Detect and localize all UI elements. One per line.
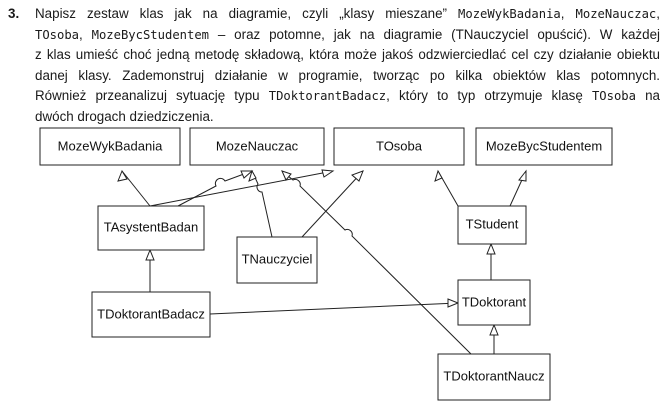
arrowhead-mozenauczac-1 [240,170,254,179]
task-text-fragment: Napisz zestaw klas jak na diagramie, czy… [35,6,459,21]
code-identifier: MozeBycStudentem [91,27,210,42]
class-box-tdoktorantbadacz: TDoktorantBadacz [91,291,211,338]
class-label-tdoktorant: TDoktorant [462,294,527,309]
code-identifier: TOsoba [591,89,636,104]
task-line: z klas umieść choć jedną metodę składową… [35,45,660,66]
edge-tasystentbadan-mozenauczac [177,170,253,207]
task-text-fragment: z klas umieść choć jedną metodę składową… [35,47,660,63]
class-box-mozenauczac: MozeNauczac [189,127,325,166]
task-number: 3. [8,6,20,21]
code-identifier: MozeNauczac [575,7,657,21]
task-block: 3. Napisz zestaw klas jak na diagramie, … [8,4,660,128]
class-box-tnauczyciel: TNauczyciel [236,236,318,284]
class-box-mozebycstudentem: MozeBycStudentem [475,127,613,166]
arrowhead-tosoba-2 [351,170,364,182]
task-text-fragment: – oraz potomne, jak na diagramie (TNaucz… [209,26,660,42]
code-identifier: TDoktorantBadacz [268,89,387,104]
task-text-fragment: dwóch drogach dziedziczenia. [35,108,214,124]
task-text: Napisz zestaw klas jak na diagramie, czy… [35,4,660,128]
class-label-tdoktorantbadacz: TDoktorantBadacz [97,306,205,321]
class-box-tstudent: TStudent [457,205,527,245]
task-text-fragment: , [656,6,660,21]
edge-tnauczyciel-tosoba [301,170,364,238]
class-label-tnauczyciel: TNauczyciel [242,251,313,266]
edge-tdoktorantbadacz-tdoktorant [209,302,459,315]
task-line: dwóch drogach dziedziczenia. [35,107,660,128]
edge-tasystentbadan-mozewykbadania [121,170,151,207]
class-label-mozenauczac: MozeNauczac [216,138,299,153]
task-text-fragment: danej klasy. Zademonstruj działanie w pr… [35,67,660,83]
class-label-tdoktorantnaucz: TDoktorantNaucz [443,368,544,383]
class-box-tdoktorant: TDoktorant [457,279,531,326]
class-box-tosoba: TOsoba [333,127,465,166]
arrowhead-tosoba-3 [434,169,443,182]
class-box-tdoktorantnaucz: TDoktorantNaucz [437,353,551,401]
task-line: danej klasy. Zademonstruj działanie w pr… [35,66,660,87]
edge-tdoktorantnaucz-mozenauczac [281,170,472,355]
edge-tasystentbadan-tosoba [149,170,334,207]
task-text-fragment: Również przeanalizuj sytuację typu [35,88,269,104]
arrowhead-tstudent [486,242,496,255]
class-label-mozewykbadania: MozeWykBadania [58,138,163,153]
arrowhead-mozebycstudentem [518,169,527,182]
arrowhead-mozenauczac-3 [281,170,292,181]
task-text-fragment: na [635,88,660,104]
arrowhead-mozenauczac-2 [248,169,257,182]
edge-tnauczyciel-mozenauczac [251,170,273,238]
task-line: Również przeanalizuj sytuację typu TDokt… [35,86,660,107]
arrowhead-tasystentbadan [145,248,155,261]
task-line: TOsoba, MozeBycStudentem – oraz potomne,… [35,25,660,46]
task-text-fragment: , [560,6,576,21]
class-label-tosoba: TOsoba [376,138,423,153]
class-box-tasystentbadan: TAsystentBadan [97,205,205,251]
task-text-fragment: , [79,26,92,42]
code-identifier: MozeWykBadania [458,7,561,21]
class-label-tstudent: TStudent [466,216,519,231]
class-label-mozebycstudentem: MozeBycStudentem [486,138,602,153]
arrowhead-tosoba-1 [321,169,335,178]
arrowhead-mozewykbadania [117,169,128,182]
task-text-fragment: , który to typ otrzymuje klasę [386,88,592,104]
class-label-tasystentbadan: TAsystentBadan [104,219,198,234]
arrowhead-tdoktorant-1 [447,298,460,308]
class-box-mozewykbadania: MozeWykBadania [39,127,181,166]
code-identifier: TOsoba [35,27,80,42]
task-line: Napisz zestaw klas jak na diagramie, czy… [35,4,660,25]
arrowhead-tdoktorant-2 [489,323,499,336]
arrowheads [117,169,527,336]
